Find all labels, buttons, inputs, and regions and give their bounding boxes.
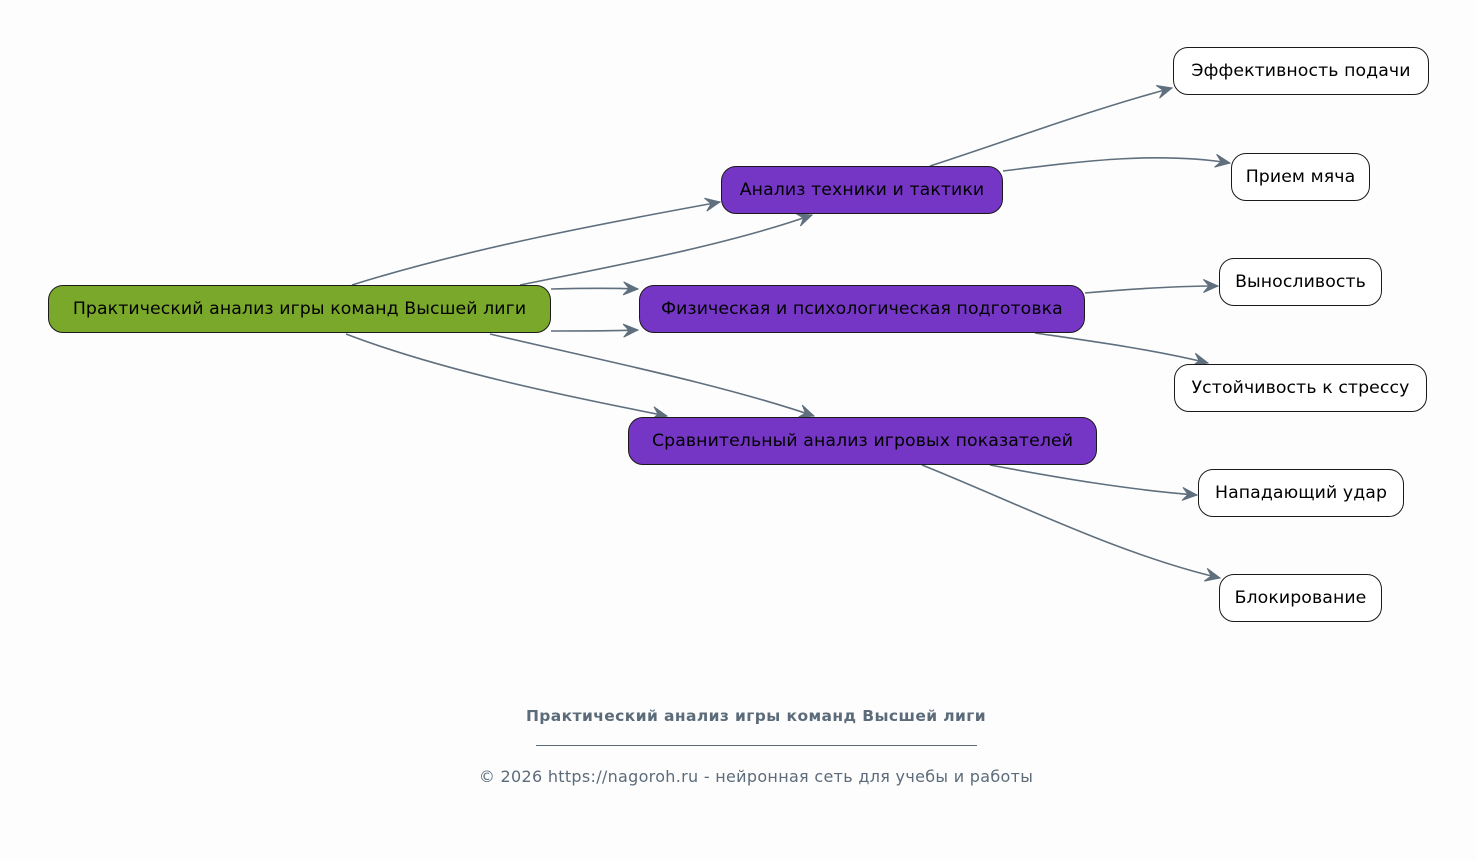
edge-line xyxy=(921,464,1221,579)
footer-copyright: © 2026 https://nagoroh.ru - нейронная се… xyxy=(478,767,1034,786)
leaf-node-attack-hit[interactable]: Нападающий удар xyxy=(1198,469,1404,517)
edge-tech-to-serve xyxy=(929,84,1174,167)
footer-divider xyxy=(536,745,977,746)
edge-line xyxy=(929,87,1173,167)
edge-tech-to-recv xyxy=(1002,153,1232,172)
leaf-node-stress-resistance[interactable]: Устойчивость к стрессу xyxy=(1174,364,1427,412)
leaf-node-endurance[interactable]: Выносливость xyxy=(1219,258,1382,306)
edge-comp-to-attack xyxy=(989,464,1199,501)
edge-phys-to-stress xyxy=(1034,332,1210,367)
edge-root-to-tech xyxy=(519,213,814,286)
arrowhead-icon xyxy=(1155,84,1174,99)
arrowhead-icon xyxy=(1214,153,1232,168)
edge-line xyxy=(345,333,668,417)
arrowhead-icon xyxy=(622,281,640,296)
arrowhead-icon xyxy=(1204,567,1222,582)
branch-node-comparative-analysis[interactable]: Сравнительный анализ игровых показателей xyxy=(628,417,1097,465)
edge-root-to-phys xyxy=(550,323,640,338)
arrowhead-icon xyxy=(1203,279,1220,293)
leaf-node-blocking[interactable]: Блокирование xyxy=(1219,574,1382,622)
arrowhead-icon xyxy=(1181,486,1199,501)
edge-line xyxy=(989,464,1198,496)
edge-phys-to-endur xyxy=(1084,279,1220,294)
footer-title: Практический анализ игры команд Высшей л… xyxy=(525,707,987,725)
branch-node-technique-tactics[interactable]: Анализ техники и тактики xyxy=(721,166,1003,214)
edge-line xyxy=(1002,156,1231,172)
edge-line xyxy=(550,287,639,290)
branch-node-physical-psychological[interactable]: Физическая и психологическая подготовка xyxy=(639,285,1085,333)
edge-root-to-tech xyxy=(351,197,722,286)
arrowhead-icon xyxy=(704,197,722,212)
leaf-node-ball-reception[interactable]: Прием мяча xyxy=(1231,153,1370,201)
edge-root-to-comp xyxy=(345,333,669,421)
edge-line xyxy=(519,214,813,286)
edge-comp-to-block xyxy=(921,464,1222,582)
edge-line xyxy=(550,329,639,332)
root-node[interactable]: Практический анализ игры команд Высшей л… xyxy=(48,285,551,333)
arrowhead-icon xyxy=(797,404,816,418)
edge-line xyxy=(489,333,815,417)
edge-line xyxy=(351,201,721,286)
arrowhead-icon xyxy=(622,323,640,338)
edge-line xyxy=(1034,332,1209,364)
edge-root-to-comp xyxy=(489,333,816,418)
arrowhead-icon xyxy=(1191,352,1210,367)
edge-root-to-phys xyxy=(550,281,640,296)
leaf-node-serve-efficiency[interactable]: Эффективность подачи xyxy=(1173,47,1429,95)
edge-line xyxy=(1084,285,1219,294)
